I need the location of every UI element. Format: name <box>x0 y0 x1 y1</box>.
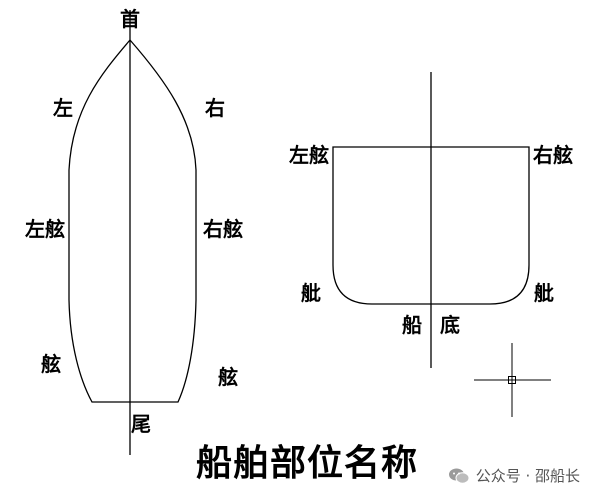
section-starboard-bilge-label: 舭 <box>534 281 554 305</box>
section-port-bilge-label: 舭 <box>301 281 321 305</box>
port-quarter-label: 舷 <box>41 352 61 376</box>
diagram-title: 船舶部位名称 <box>196 442 419 484</box>
starboard-quarter-label: 舷 <box>218 365 238 389</box>
wechat-icon <box>448 468 470 484</box>
section-bottom-left-label: 船 <box>402 313 422 337</box>
section-bottom-right-label: 底 <box>440 313 460 337</box>
stern-label: 尾 <box>131 412 151 436</box>
starboard-bow-label: 右 <box>205 96 225 120</box>
port-side-label: 左舷 <box>25 217 65 241</box>
starboard-side-label: 右舷 <box>203 217 243 241</box>
watermark: 公众号 · 邵船长 <box>448 465 580 486</box>
hull-section-outline <box>332 146 530 305</box>
bow-label: 首 <box>120 7 140 31</box>
section-port-side-label: 左舷 <box>289 143 329 167</box>
crosshair-cursor-icon <box>474 343 551 417</box>
watermark-text: 公众号 · 邵船长 <box>475 467 580 485</box>
port-bow-label: 左 <box>53 96 73 120</box>
hull-plan-outline <box>68 39 197 403</box>
section-starboard-side-label: 右舷 <box>533 143 573 167</box>
